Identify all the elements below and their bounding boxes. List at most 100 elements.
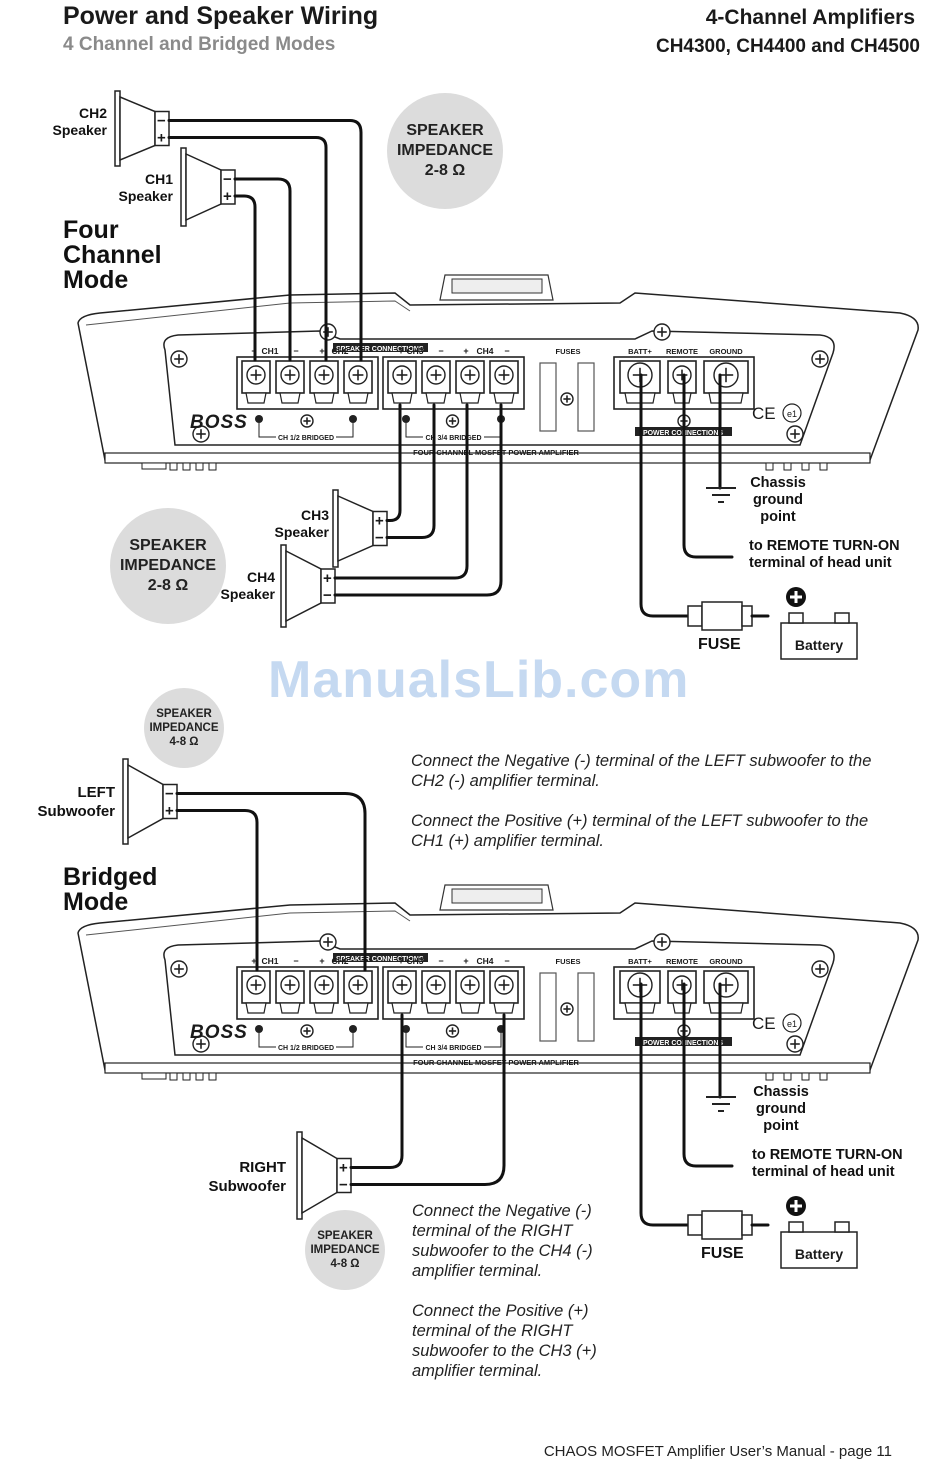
instruction-text: Connect the Negative (-) terminal of the…: [412, 1202, 593, 1280]
ch-3-4-bridged-label: CH 3/4 BRIDGED: [425, 1045, 481, 1052]
ch4-speaker-icon: +−: [280, 544, 336, 628]
channel-label-ch2: CH2: [331, 346, 348, 356]
watermark: ManualsLib.com: [268, 651, 690, 709]
amp-foot: [765, 462, 774, 471]
speaker-cone: [301, 1136, 338, 1215]
fuse-slot: [539, 362, 557, 432]
amp-foot: [819, 1072, 828, 1081]
right-sub-instructions: Connect the Negative (-) terminal of the…: [412, 1201, 622, 1381]
polarity-minus-icon: −: [157, 113, 166, 130]
left-sub-positive-wire: [175, 809, 259, 972]
channel-label-ch3: CH3: [406, 956, 423, 966]
amp-foot: [819, 462, 828, 471]
fuse-slot: [577, 972, 595, 1042]
amp-foot: [801, 462, 810, 471]
mode-title-line: Four: [63, 216, 119, 244]
impedance-badge: SPEAKER IMPEDANCE 4-8 Ω: [305, 1210, 385, 1290]
amp-foot: [783, 462, 792, 471]
impedance-badge: SPEAKER IMPEDANCE 2-8 Ω: [387, 93, 503, 209]
speaker-terminal-block: [220, 169, 236, 205]
mode-title-line: Mode: [63, 888, 129, 916]
instruction-text: Connect the Positive (+) terminal of the…: [412, 1302, 597, 1380]
bridged-mode-title: Bridged Mode: [63, 865, 157, 915]
polarity-minus-icon: −: [438, 956, 443, 966]
mode-title-line: Mode: [63, 266, 129, 294]
power-terminal-label: BATT+: [628, 957, 652, 966]
battery-terminal-icon: [834, 1221, 850, 1233]
amp-foot: [801, 1072, 810, 1081]
channel-label-ch3: CH3: [406, 346, 423, 356]
fuse-icon: [701, 1210, 743, 1240]
bridged-plus-icon: [255, 1025, 263, 1033]
mode-title-line: Bridged: [63, 863, 158, 891]
fuse-icon: [701, 601, 743, 631]
amp-product-label: FOUR CHANNEL MOSFET POWER AMPLIFIER: [413, 1058, 579, 1067]
e1-mark-icon: [782, 403, 802, 423]
remote-turn-on-label: to REMOTE TURN-ON terminal of head unit: [752, 1147, 903, 1180]
mode-title-line: Channel: [63, 241, 162, 269]
ch2-negative-wire: [167, 119, 363, 362]
polarity-minus-icon: −: [339, 1177, 348, 1194]
ch4-negative-wire: [333, 403, 503, 597]
polarity-minus-icon: −: [165, 786, 174, 803]
fuse-icon: [687, 605, 703, 627]
speaker-cone: [285, 549, 322, 623]
impedance-badge: SPEAKER IMPEDANCE 2-8 Ω: [110, 508, 226, 624]
polarity-plus-icon: +: [223, 188, 232, 205]
chassis-ground-label: Chassis ground point: [750, 475, 806, 525]
channel-label-ch2: CH2: [331, 956, 348, 966]
polarity-plus-icon: +: [165, 803, 174, 820]
fuse-label: FUSE: [698, 636, 741, 653]
battery-label: Battery: [795, 637, 843, 653]
speaker-terminal-block: [372, 510, 388, 547]
svg-text:e1: e1: [787, 1019, 797, 1029]
polarity-plus-icon: +: [323, 570, 332, 587]
right-sub-positive-wire: [349, 1013, 404, 1169]
ch-1-2-bridged-label: CH 1/2 BRIDGED: [278, 435, 334, 442]
polarity-plus-icon: +: [251, 956, 256, 966]
power-terminal-label: BATT+: [628, 347, 652, 356]
fuses-label: FUSES: [555, 957, 580, 966]
polarity-plus-icon: +: [157, 130, 166, 147]
ce-mark-icon: CE: [752, 404, 776, 423]
fuse-slot: [539, 972, 557, 1042]
speaker-cone: [185, 152, 222, 222]
polarity-plus-icon: +: [319, 956, 324, 966]
ch2-speaker-icon: −+: [114, 90, 170, 167]
speaker-cone: [337, 494, 374, 563]
left-sub-negative-wire: [175, 792, 367, 972]
battery-icon: [780, 622, 858, 660]
amplifier-bridged: SPEAKER CONNECTIONSCH1+−CH2+−CH3+−CH4+−B…: [77, 884, 919, 1081]
amp-foot: [169, 462, 178, 471]
fuse-slot: [577, 362, 595, 432]
svg-text:e1: e1: [787, 409, 797, 419]
amp-foot: [182, 1072, 191, 1081]
polarity-plus-icon: +: [463, 956, 468, 966]
product-line: 4-Channel Amplifiers: [705, 6, 915, 29]
remote-turn-on-label: to REMOTE TURN-ON terminal of head unit: [749, 538, 900, 571]
ch2-positive-wire: [167, 136, 328, 362]
polarity-minus-icon: −: [293, 346, 298, 356]
polarity-minus-icon: −: [223, 171, 232, 188]
amp-foot: [182, 462, 191, 471]
battery-wire: [639, 982, 690, 1227]
polarity-minus-icon: −: [293, 956, 298, 966]
amp-foot: [208, 1072, 217, 1081]
chassis-ground-label: Chassis ground point: [753, 1084, 809, 1134]
right-sub-negative-wire: [349, 1013, 506, 1186]
amp-foot: [208, 462, 217, 471]
ch-1-2-bridged-label: CH 1/2 BRIDGED: [278, 1045, 334, 1052]
right-subwoofer-icon: +−: [296, 1131, 352, 1220]
battery-wire: [639, 373, 690, 618]
fuse-label: FUSE: [701, 1245, 744, 1262]
amp-foot: [195, 462, 204, 471]
bridged-plus-icon: [402, 415, 410, 423]
page-subtitle: 4 Channel and Bridged Modes: [63, 34, 336, 55]
page-footer: CHAOS MOSFET Amplifier User’s Manual - p…: [543, 1443, 892, 1460]
speaker-terminal-block: [336, 1157, 352, 1194]
bridged-plus-icon: [402, 1025, 410, 1033]
channel-label-ch1: CH1: [261, 956, 278, 966]
